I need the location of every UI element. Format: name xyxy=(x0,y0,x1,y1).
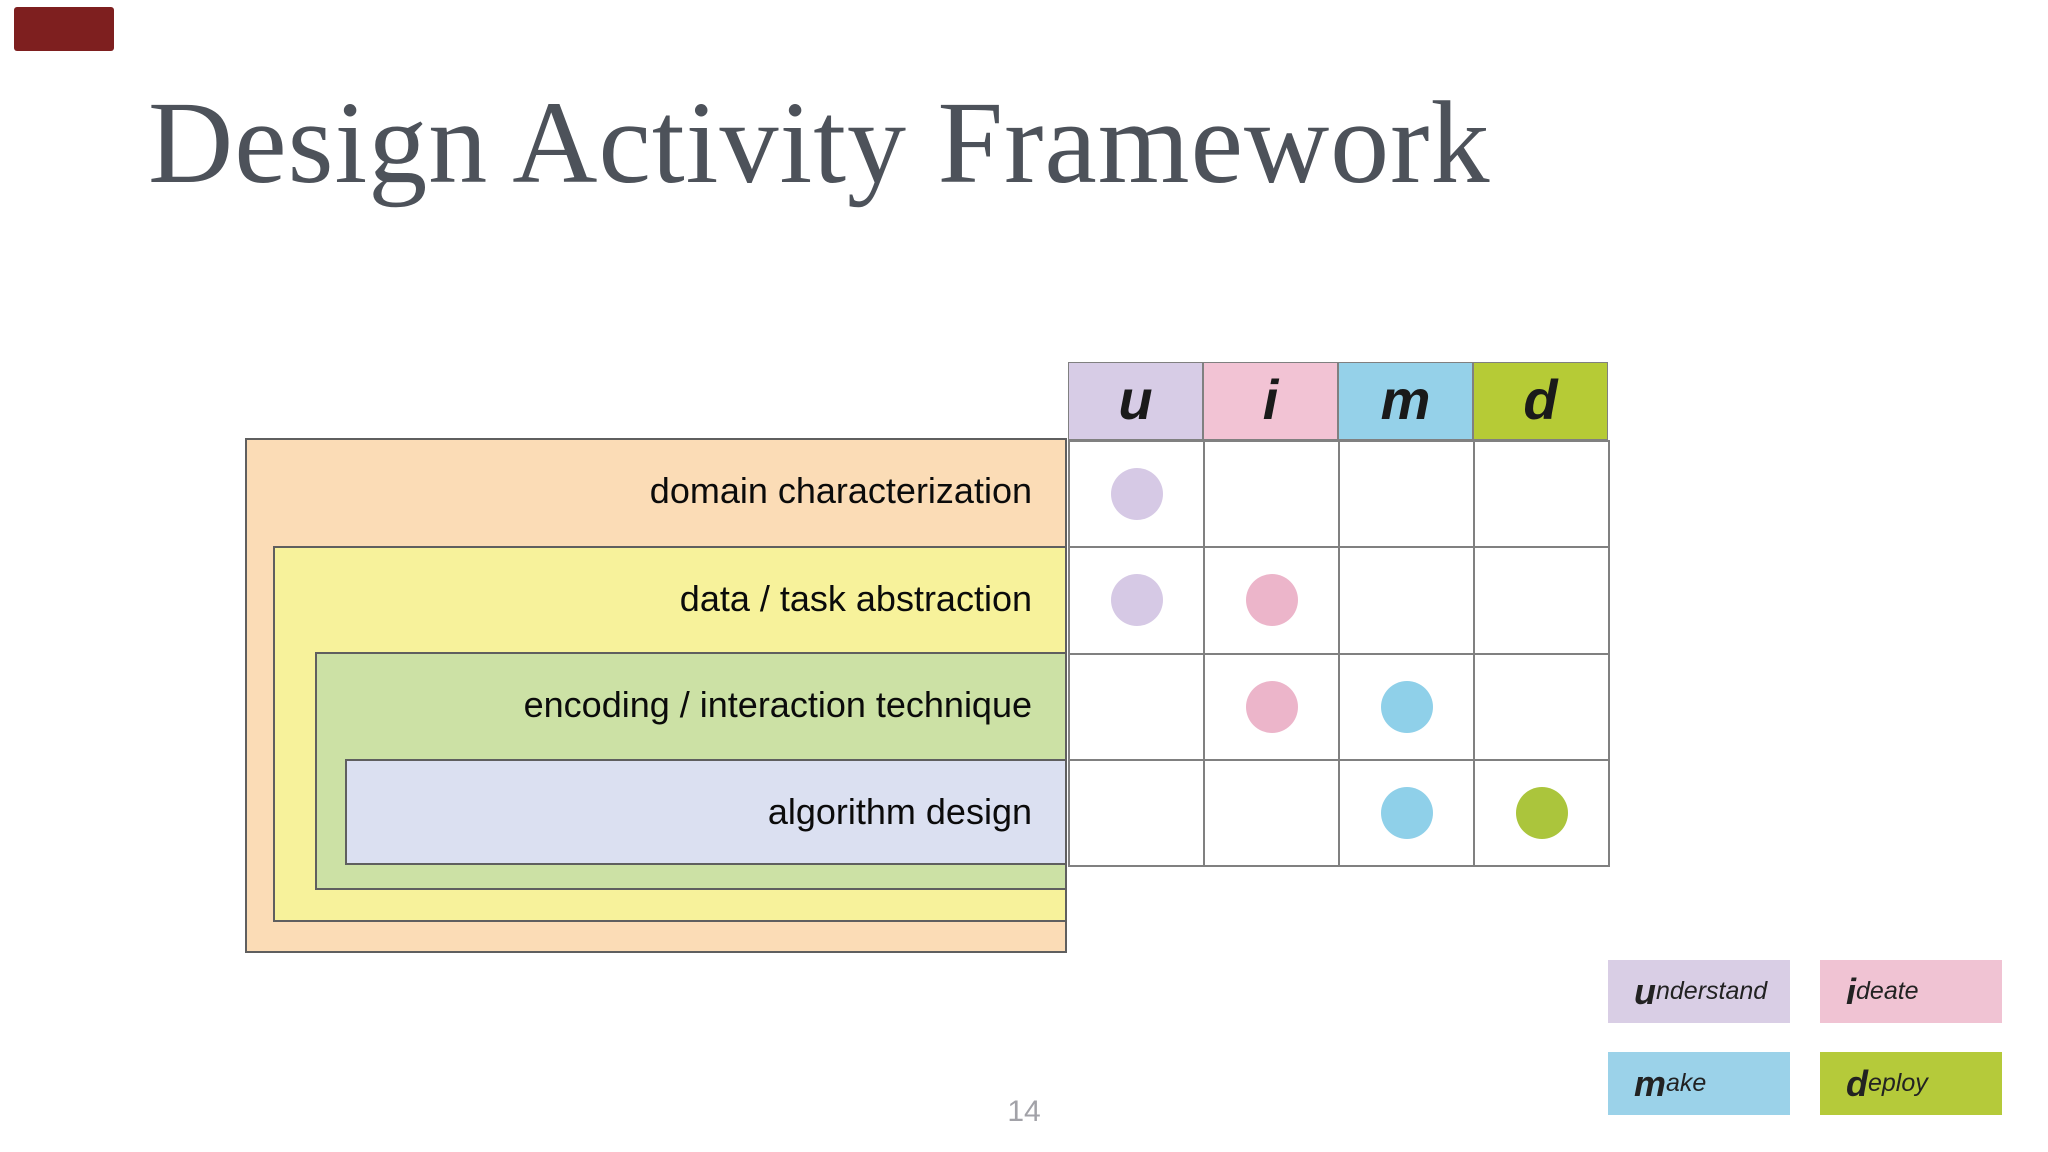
level-label-encoding-interaction-technique: encoding / interaction technique xyxy=(523,684,1032,725)
matrix-cell-encoding-interaction-technique-d xyxy=(1474,653,1609,760)
column-header-d: d xyxy=(1473,362,1608,440)
u-activity-dot xyxy=(1110,468,1163,521)
legend-rest-ideate: deate xyxy=(1856,977,1919,1005)
corner-red-mark xyxy=(14,7,114,51)
d-activity-dot xyxy=(1515,786,1568,839)
matrix-cell-algorithm-design-u xyxy=(1069,759,1204,866)
matrix-cell-data-task-abstraction-d xyxy=(1474,547,1609,654)
legend-rest-make: ake xyxy=(1666,1069,1707,1097)
matrix-cell-domain-characterization-d xyxy=(1474,441,1609,548)
matrix-cell-domain-characterization-u xyxy=(1069,441,1204,548)
column-header-m: m xyxy=(1338,362,1473,440)
legend-initial-deploy: d xyxy=(1846,1062,1868,1104)
legend-rest-understand: nderstand xyxy=(1656,977,1768,1005)
u-activity-dot xyxy=(1110,574,1163,627)
matrix-cell-algorithm-design-i xyxy=(1204,759,1339,866)
matrix-cell-data-task-abstraction-u xyxy=(1069,547,1204,654)
matrix-cell-domain-characterization-i xyxy=(1204,441,1339,548)
slide-title: Design Activity Framework xyxy=(148,77,1491,208)
matrix-cell-encoding-interaction-technique-i xyxy=(1204,653,1339,760)
level-label-data-task-abstraction: data / task abstraction xyxy=(679,578,1032,619)
column-header-i: i xyxy=(1203,362,1338,440)
i-activity-dot xyxy=(1245,680,1298,733)
legend-initial-ideate: i xyxy=(1846,970,1857,1012)
legend-initial-understand: u xyxy=(1634,970,1656,1012)
matrix-cell-algorithm-design-d xyxy=(1474,759,1609,866)
level-label-algorithm-design: algorithm design xyxy=(767,791,1032,832)
matrix-cell-data-task-abstraction-m xyxy=(1339,547,1474,654)
legend-rest-deploy: eploy xyxy=(1868,1069,1928,1097)
matrix-cell-algorithm-design-m xyxy=(1339,759,1474,866)
i-activity-dot xyxy=(1245,574,1298,627)
m-activity-dot xyxy=(1380,786,1433,839)
matrix-cell-data-task-abstraction-i xyxy=(1204,547,1339,654)
matrix-cell-encoding-interaction-technique-u xyxy=(1069,653,1204,760)
m-activity-dot xyxy=(1380,680,1433,733)
matrix-cell-domain-characterization-m xyxy=(1339,441,1474,548)
level-box-algorithm-design: algorithm design xyxy=(345,759,1067,865)
level-label-domain-characterization: domain characterization xyxy=(649,470,1032,511)
matrix-cell-encoding-interaction-technique-m xyxy=(1339,653,1474,760)
matrix-grid xyxy=(1068,440,1610,867)
legend-initial-make: m xyxy=(1634,1062,1667,1104)
page-number: 14 xyxy=(1007,1095,1041,1128)
column-header-u: u xyxy=(1068,362,1203,440)
